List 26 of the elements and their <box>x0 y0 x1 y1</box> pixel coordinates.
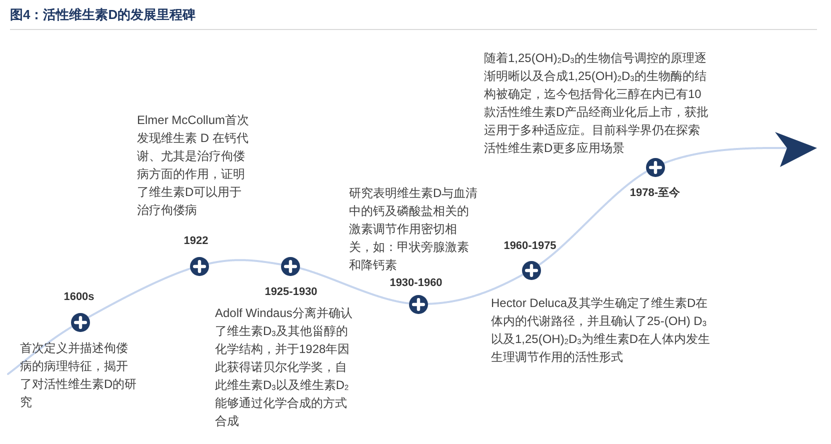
timeline-curve <box>426 274 524 305</box>
plus-circle-icon <box>70 312 90 332</box>
milestone-description: Elmer McCollum首次发现维生素 D 在钙代谢、尤其是治疗佝偻病方面的作用，证明了维生素D可以用于治疗佝偻病 <box>137 112 250 219</box>
plus-circle-icon <box>522 260 540 280</box>
milestone-description: Adolf Windaus分离并确认了维生素D$_{3}$及其他甾醇的化学结构，并于1928年因此获得诺贝尔化学奖，自此维生素D$_{3}$以及维生素D$_{2}$能够通过化学合成的方式合成 <box>215 305 353 430</box>
timeline-curve <box>298 267 410 304</box>
year-label: 1922 <box>184 234 208 248</box>
figure-title: 图4：活性维生素D的发展里程碑 <box>10 6 196 24</box>
timeline-curve <box>7 326 73 375</box>
year-label: 1930-1960 <box>390 276 442 290</box>
milestone-description: 随着1,25(OH)$_{2}$D$_{3}$的生物信号调控的原理逐渐明晰以及合成1,25(OH)$_{2}$D$_{3}$的生物酶的结构被确定，迄今包括骨化三醇在内已有10款活性维生素D产品经商业化后上市，获批运用于多种适应症。目前科学界仍在探索活性维生素D更多应用场景 <box>484 50 710 157</box>
plus-circle-icon <box>280 256 300 276</box>
timeline-curve <box>538 170 648 266</box>
milestone-description: 首次定义并描述佝偻病的病理特征，揭开了对活性维生素D的研究 <box>20 340 138 411</box>
milestone-description: 研究表明维生素D与血清中的钙及磷酸盐相关的激素调节作用密切相关，如：甲状旁腺激素和降钙素 <box>349 185 479 274</box>
year-label: 1978-至今 <box>630 186 680 200</box>
timeline-curve <box>87 268 191 318</box>
plus-circle-icon <box>646 158 664 176</box>
plus-circle-icon <box>408 294 428 314</box>
timeline-curve <box>207 259 282 266</box>
year-label: 1925-1930 <box>264 285 318 299</box>
year-label: 1960-1975 <box>504 239 556 253</box>
year-label: 1600s <box>64 290 94 304</box>
plus-circle-icon <box>190 256 208 276</box>
timeline-arrow <box>662 132 817 167</box>
milestone-description: Hector Deluca及其学生确定了维生素D在体内的代谢路径，并且确认了25-(OH) D$_{3}$以及1,25(OH)$_{2}$D$_{3}$为维生素D在人体内发生生理调节作用的活性形式 <box>491 295 711 366</box>
